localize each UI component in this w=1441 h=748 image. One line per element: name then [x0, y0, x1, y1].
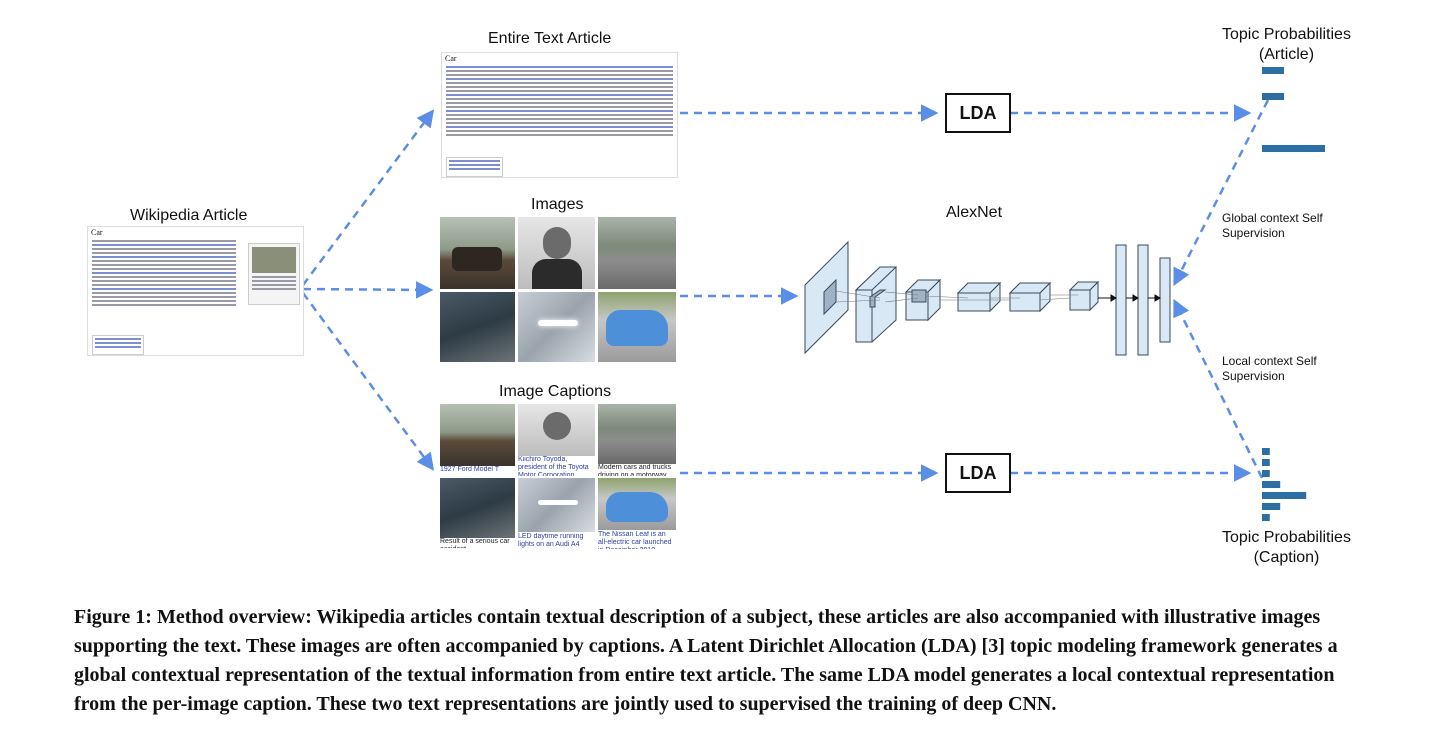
pool-front: [1069, 289, 1091, 311]
conv2-top: [854, 266, 898, 291]
alexnet-connections: [835, 290, 1116, 303]
caption-text-2: Kiichiro Toyoda, president of the Toyota…: [518, 456, 595, 476]
photo-car-accident: [440, 292, 515, 362]
photo-motorway-traffic: [598, 217, 676, 289]
entire-text-thumbnail: Car: [441, 52, 678, 178]
fc7-layer: [1137, 244, 1149, 356]
method-overview-diagram: [301, 67, 1325, 521]
wikipedia-article-thumbnail: Car: [87, 226, 304, 356]
arrow-wiki-to-text: [301, 109, 435, 286]
wikipedia-article-label: Wikipedia Article: [130, 207, 248, 224]
alexnet-cnn: [804, 240, 1171, 356]
photo-kiichiro-toyoda: [518, 217, 595, 289]
topic-caption-line2: (Caption): [1253, 549, 1320, 566]
alexnet-label: AlexNet: [946, 204, 1003, 221]
conv4-front: [957, 292, 991, 312]
global-supervision-label: Global context Self Supervision: [1222, 211, 1323, 241]
arrows-group: [301, 99, 1270, 482]
lda-box-top: LDA: [945, 93, 1011, 133]
article-topic-bar-2: [1262, 93, 1285, 100]
topic-article-line2: (Article): [1258, 46, 1315, 63]
article-topic-bar-0: [1262, 67, 1285, 74]
arrow-wiki-to-captions: [301, 292, 435, 471]
image-captions-label: Image Captions: [499, 383, 612, 400]
caption-text-6: The Nissan Leaf is an all-electric car l…: [598, 531, 676, 549]
arrow-global-supervision: [1173, 99, 1270, 287]
wiki-thumb-title: Car: [91, 228, 103, 237]
caption-photo-2: [518, 404, 595, 456]
lda-box-bottom: LDA: [945, 453, 1011, 493]
article-topic-bar-6: [1262, 145, 1325, 152]
wiki-infobox: [248, 243, 300, 305]
photo-audi-led-lights: [518, 292, 595, 362]
fc6-layer: [1115, 244, 1127, 356]
caption-text-4: Result of a serious car accident: [440, 538, 515, 548]
article-body-lines: [442, 66, 677, 136]
conv4-side: [989, 281, 1001, 313]
figure-caption: Figure 1: Method overview: Wikipedia art…: [74, 606, 1338, 715]
wiki-infobox-photo: [252, 247, 296, 273]
caption-text-3: Modern cars and trucks driving on a moto…: [598, 464, 676, 476]
article-topic-bars: [1262, 67, 1325, 152]
fc8-layer: [1159, 257, 1171, 343]
caption-topic-bar-3: [1262, 481, 1281, 488]
caption-topic-bar-1: [1262, 459, 1270, 466]
caption-text-1: 1927 Ford Model T: [440, 466, 515, 476]
caption-text-5: LED daytime running lights on an Audi A4: [518, 533, 595, 549]
arrow-local-supervision: [1173, 298, 1264, 479]
caption-photo-5: [518, 478, 595, 532]
arrow-wiki-to-images: [302, 281, 434, 299]
local-supervision-label: Local context Self Supervision: [1222, 354, 1317, 384]
global-line1: Global context Self: [1222, 211, 1323, 225]
topic-caption-label: Topic Probabilities (Caption): [1222, 528, 1351, 568]
conv3-kernel: [911, 289, 927, 303]
caption-photo-3: [598, 404, 676, 464]
conv3-side: [927, 278, 941, 322]
caption-topic-bar-2: [1262, 470, 1270, 477]
local-line2: Supervision: [1222, 369, 1285, 383]
conv5-side: [1039, 281, 1051, 313]
photo-nissan-leaf: [598, 292, 676, 362]
caption-topic-bar-4: [1262, 492, 1307, 499]
images-label: Images: [531, 196, 584, 213]
entire-text-label: Entire Text Article: [488, 30, 612, 47]
caption-photo-4: [440, 478, 515, 538]
caption-topic-bar-0: [1262, 448, 1270, 455]
wiki-body-lines: [88, 240, 240, 306]
topic-article-label: Topic Probabilities (Article): [1222, 25, 1351, 65]
article-contents-box: [446, 157, 503, 177]
photo-ford-model-t: [440, 217, 515, 289]
caption-photo-6: [598, 478, 676, 530]
wiki-contents-box: [92, 335, 144, 355]
global-line2: Supervision: [1222, 226, 1285, 240]
caption-topic-bar-5: [1262, 503, 1281, 510]
topic-caption-line1: Topic Probabilities: [1222, 529, 1351, 546]
fc-arrows: [1098, 294, 1161, 302]
caption-topic-bar-6: [1262, 514, 1270, 521]
conv5-front: [1009, 292, 1041, 312]
pool-side: [1089, 280, 1099, 312]
caption-topic-bars: [1262, 448, 1307, 521]
caption-photo-1: [440, 404, 515, 466]
topic-article-line1: Topic Probabilities: [1222, 26, 1351, 43]
article-thumb-title: Car: [445, 54, 457, 63]
local-line1: Local context Self: [1222, 354, 1317, 368]
